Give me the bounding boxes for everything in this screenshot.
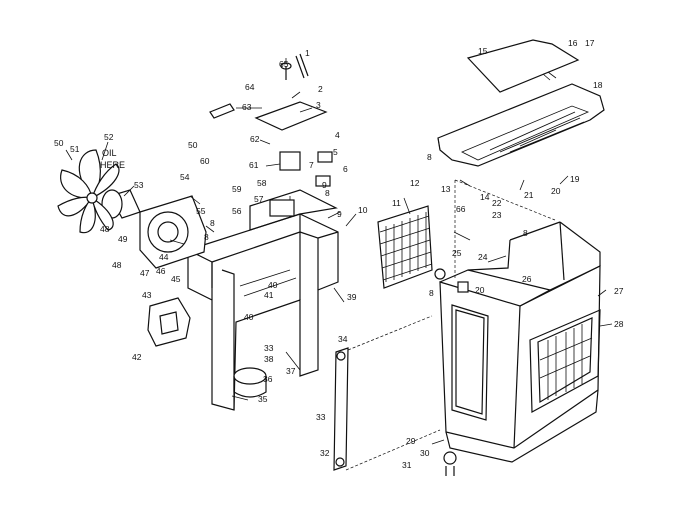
- fan-blade: [57, 149, 120, 234]
- callout-30: 30: [420, 448, 430, 458]
- callout-3: 3: [316, 100, 321, 110]
- blower-frame: [187, 189, 339, 411]
- callout-7: 7: [309, 160, 314, 170]
- motor-assembly: [101, 189, 207, 269]
- callout-8f: 8: [210, 218, 215, 228]
- callout-11: 11: [392, 198, 401, 208]
- callout-50a: 50: [54, 138, 64, 148]
- callout-9b: 9: [322, 180, 327, 190]
- callout-20b: 20: [475, 285, 485, 295]
- callout-10: 10: [358, 205, 368, 215]
- callout-49: 49: [118, 234, 128, 244]
- callout-20a: 20: [551, 186, 561, 196]
- callout-40b: 40: [244, 312, 254, 322]
- pump-bracket: [147, 297, 191, 347]
- callout-35: 35: [258, 394, 268, 404]
- callout-12: 12: [410, 178, 420, 188]
- callout-58: 58: [257, 178, 267, 188]
- oil-note-line1: OIL: [102, 148, 117, 158]
- callout-33b: 33: [264, 343, 274, 353]
- callout-66: 66: [456, 204, 466, 214]
- callout-26: 26: [522, 274, 532, 284]
- top-lid: [437, 83, 605, 167]
- callout-61: 61: [249, 160, 259, 170]
- callout-51: 51: [70, 144, 80, 154]
- callout-55: 55: [196, 206, 206, 216]
- callout-5: 5: [333, 147, 338, 157]
- side-pad: [333, 315, 441, 471]
- callout-65: 65: [279, 59, 289, 69]
- switch-knob-parts: [269, 53, 333, 217]
- callout-41: 41: [264, 290, 274, 300]
- callout-8d: 8: [429, 288, 434, 298]
- callout-36: 36: [263, 374, 273, 384]
- callout-59: 59: [232, 184, 242, 194]
- callout-53: 53: [134, 180, 144, 190]
- callout-64: 64: [245, 82, 255, 92]
- callout-24: 24: [478, 252, 488, 262]
- callout-8e: 8: [204, 232, 209, 242]
- callout-42: 42: [132, 352, 142, 362]
- callout-21: 21: [524, 190, 534, 200]
- filter-panel: [377, 205, 433, 289]
- callout-14: 14: [480, 192, 490, 202]
- callout-8b: 8: [427, 152, 432, 162]
- callout-2: 2: [318, 84, 323, 94]
- callout-16: 16: [568, 38, 578, 48]
- callout-33a: 33: [316, 412, 326, 422]
- callout-43: 43: [142, 290, 152, 300]
- callout-57: 57: [254, 194, 264, 204]
- callout-48b: 48: [100, 224, 110, 234]
- callout-8c: 8: [523, 228, 528, 238]
- callout-32: 32: [320, 448, 330, 458]
- leader-lines: [65, 58, 613, 401]
- callout-37: 37: [286, 366, 296, 376]
- callout-56: 56: [232, 206, 242, 216]
- callout-63: 63: [242, 102, 252, 112]
- callout-54: 54: [180, 172, 190, 182]
- callout-39: 39: [347, 292, 357, 302]
- callout-29: 29: [406, 436, 416, 446]
- callout-46: 46: [156, 266, 166, 276]
- top-cover-panel: [466, 39, 580, 93]
- callout-34: 34: [338, 334, 348, 344]
- callout-6: 6: [343, 164, 348, 174]
- callout-45: 45: [171, 274, 181, 284]
- drain-assembly: [431, 439, 457, 476]
- callout-28: 28: [614, 319, 624, 329]
- callout-13: 13: [441, 184, 451, 194]
- callout-38: 38: [264, 354, 274, 364]
- callout-18: 18: [593, 80, 603, 90]
- callout-50b: 50: [188, 140, 198, 150]
- callout-31: 31: [402, 460, 412, 470]
- oil-note-line2: HERE: [100, 160, 125, 170]
- callout-9: 9: [337, 209, 342, 219]
- callout-62: 62: [250, 134, 260, 144]
- callout-60: 60: [200, 156, 210, 166]
- callout-48a: 48: [112, 260, 122, 270]
- callout-47: 47: [140, 268, 150, 278]
- callout-25: 25: [452, 248, 462, 258]
- callout-19: 19: [570, 174, 580, 184]
- callout-27: 27: [614, 286, 624, 296]
- callout-17: 17: [585, 38, 595, 48]
- callout-8a: 8: [325, 188, 330, 198]
- callout-1: 1: [305, 48, 310, 58]
- callout-4: 4: [335, 130, 340, 140]
- cabinet-body: [439, 179, 601, 463]
- callout-15: 15: [478, 46, 488, 56]
- callout-40a: 40: [268, 280, 278, 290]
- callout-44: 44: [159, 252, 169, 262]
- control-plate: [209, 101, 328, 131]
- float-valve: [434, 268, 469, 293]
- callout-52: 52: [104, 132, 114, 142]
- pump-drum: [233, 367, 267, 398]
- callout-23: 23: [492, 210, 502, 220]
- callout-22: 22: [492, 198, 502, 208]
